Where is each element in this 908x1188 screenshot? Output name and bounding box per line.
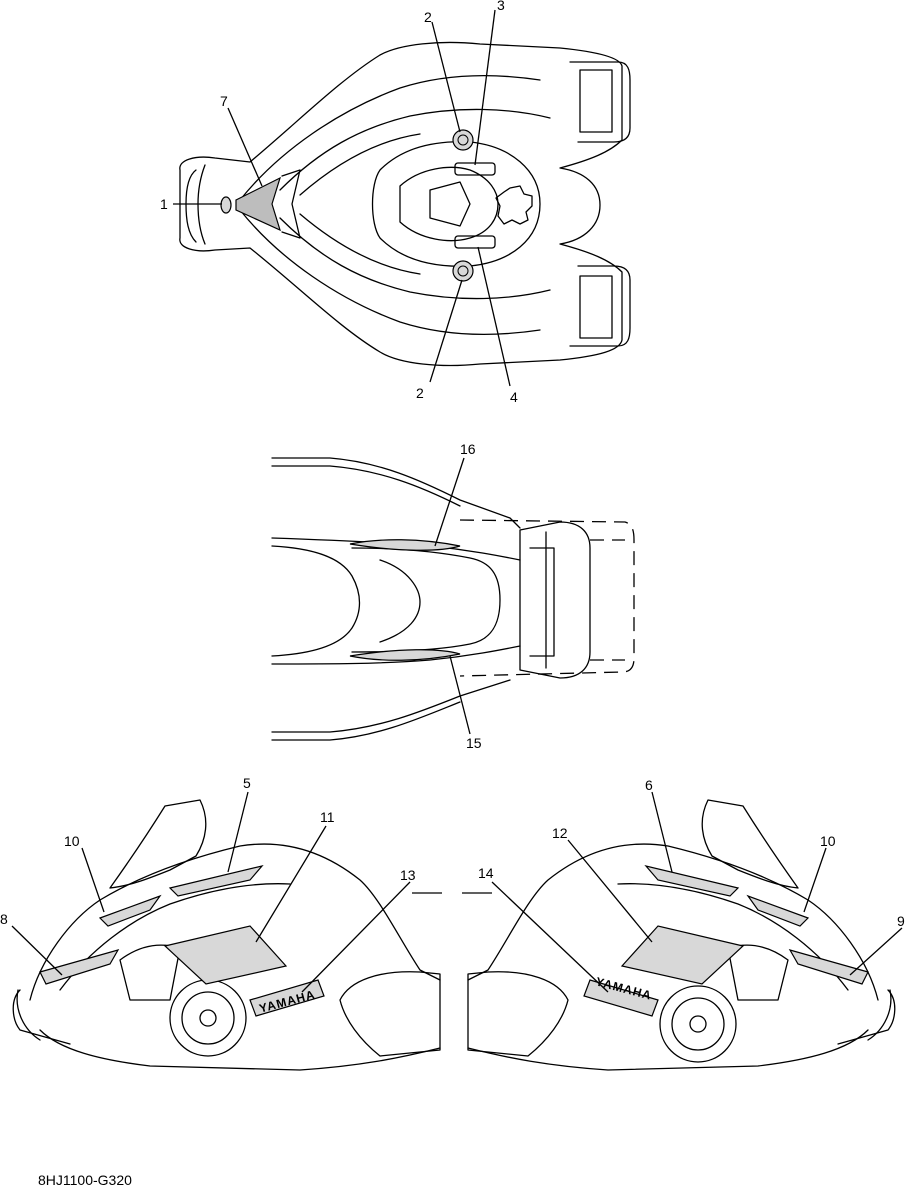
decal-15 bbox=[349, 649, 461, 661]
callout-7: 7 bbox=[220, 93, 228, 109]
decal-9 bbox=[788, 949, 869, 985]
decal-12 bbox=[620, 925, 745, 985]
decal-6 bbox=[644, 864, 740, 897]
callout-3: 3 bbox=[497, 0, 505, 13]
callout-labels: 1 2 3 7 2 4 16 15 5 10 8 11 13 6 10 9 12… bbox=[0, 0, 905, 929]
diagram-code: 8HJ1100-G320 bbox=[38, 1172, 132, 1188]
callout-6: 6 bbox=[645, 777, 653, 793]
leader-lines bbox=[11, 9, 903, 993]
callout-2-bottom: 2 bbox=[416, 385, 424, 401]
callout-2-top: 2 bbox=[424, 9, 432, 25]
callout-13: 13 bbox=[400, 867, 416, 883]
stern-view bbox=[271, 457, 635, 741]
decal-5 bbox=[168, 864, 264, 897]
decal-8 bbox=[39, 949, 120, 985]
callout-4: 4 bbox=[510, 389, 518, 405]
callout-1: 1 bbox=[160, 196, 168, 212]
top-view-deck bbox=[179, 41, 631, 367]
decal-2-top bbox=[452, 129, 474, 151]
callout-14: 14 bbox=[478, 865, 494, 881]
callout-10-left: 10 bbox=[64, 833, 80, 849]
decal-10-left bbox=[98, 894, 162, 927]
decal-10-right bbox=[746, 894, 810, 927]
callout-9: 9 bbox=[897, 913, 905, 929]
decal-11 bbox=[163, 925, 288, 985]
callout-5: 5 bbox=[243, 775, 251, 791]
decal-7 bbox=[235, 176, 281, 232]
callout-8: 8 bbox=[0, 911, 8, 927]
decal-14 bbox=[583, 979, 659, 1017]
side-view-right: YAMAHA bbox=[467, 799, 896, 1071]
callout-10-right: 10 bbox=[820, 833, 836, 849]
decal-1 bbox=[220, 196, 232, 214]
decal-16 bbox=[349, 539, 461, 551]
callout-16: 16 bbox=[460, 441, 476, 457]
callout-15: 15 bbox=[466, 735, 482, 751]
callout-12: 12 bbox=[552, 825, 568, 841]
decal-2-bottom bbox=[452, 260, 474, 282]
callout-11: 11 bbox=[320, 809, 335, 825]
